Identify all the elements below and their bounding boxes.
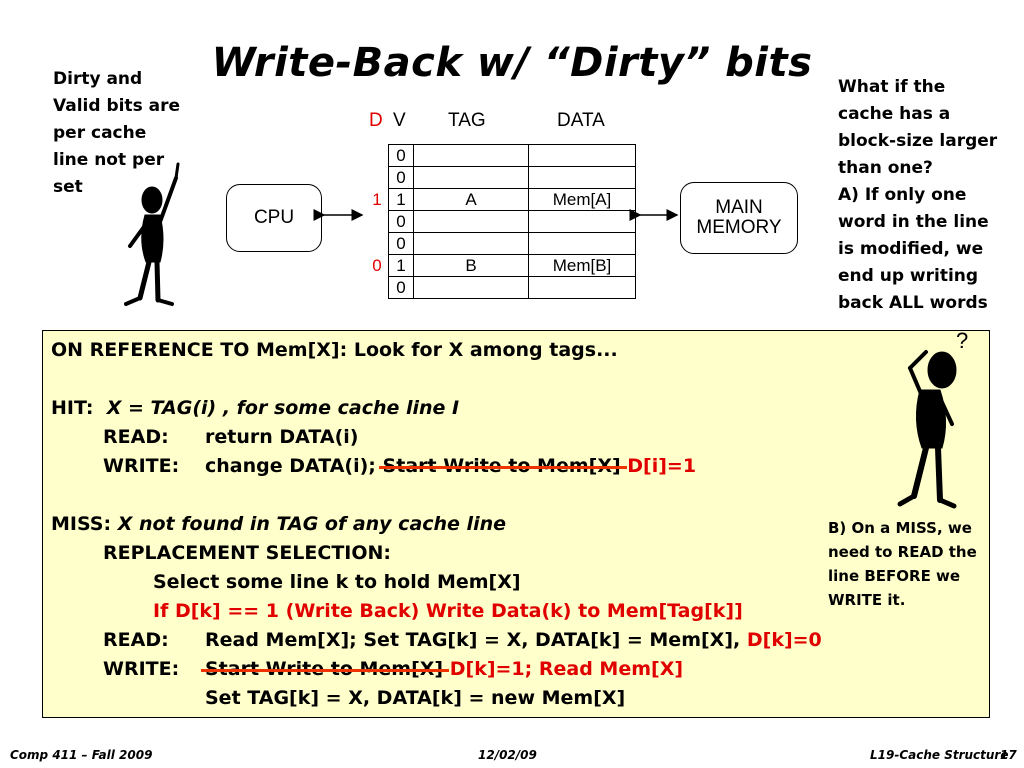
footer-page-number: 17 [1000,748,1017,762]
header-valid: V [393,110,406,131]
tag-cell: A [413,188,529,211]
note-line: block-size larger [838,131,998,151]
header-dirty: D [369,110,383,131]
cpu-box: CPU [226,184,322,252]
note-line: back ALL words [838,293,988,313]
dirty-cell [366,277,389,299]
hit-line: HIT: X = TAG(i) , for some cache line I [51,397,459,419]
valid-cell: 1 [388,254,414,277]
note-line: than one? [838,158,933,178]
note-line: cache has a [838,104,951,124]
valid-cell: 1 [388,188,414,211]
miss-label: MISS: [51,513,112,535]
note-line: need to READ the [828,543,977,561]
valid-cell: 0 [388,276,414,299]
miss-condition: X not found in TAG of any cache line [117,513,506,535]
tag-cell: B [413,254,529,277]
miss-write-set: Set TAG[k] = X, DATA[k] = new Mem[X] [205,687,626,709]
hit-write-action: change DATA(i); Start Write to Mem[X] D[… [205,455,696,477]
note-line: B) On a MISS, we [828,519,972,537]
reference-line: ON REFERENCE TO Mem[X]: Look for X among… [51,339,618,361]
hit-write-text: change DATA(i); [205,455,376,477]
note-line: end up writing [838,266,979,286]
valid-cell: 0 [388,210,414,233]
dirty-cell [366,233,389,255]
note-line: line BEFORE we [828,567,961,585]
miss-read-text: Read Mem[X]; Set TAG[k] = X, DATA[k] = M… [205,629,741,651]
algorithm-panel: ON REFERENCE TO Mem[X]: Look for X among… [42,330,990,718]
miss-write-label: WRITE: [103,658,180,680]
note-line: WRITE it. [828,591,906,609]
dirty-cell: 1 [372,190,382,209]
memory-label-line: MAIN [715,197,763,218]
writeback-line: If D[k] == 1 (Write Back) Write Data(k) … [153,600,743,622]
data-cell: Mem[B] [528,254,636,277]
select-line: Select some line k to hold Mem[X] [153,571,521,593]
footer-date: 12/02/09 [478,748,537,762]
note-line: is modified, we [838,239,984,259]
miss-read-label: READ: [103,629,169,651]
miss-read-dirty: D[k]=0 [746,629,822,651]
note-line: line not per [53,150,165,170]
main-memory-box: MAIN MEMORY [680,182,798,254]
miss-read-action: Read Mem[X]; Set TAG[k] = X, DATA[k] = M… [205,629,822,651]
hit-write-label: WRITE: [103,455,180,477]
hit-write-dirty: D[i]=1 [627,455,697,477]
tag-cell [413,144,529,167]
memory-label-line: MEMORY [696,217,782,238]
note-line: per cache [53,123,147,143]
valid-cell: 0 [388,232,414,255]
table-row: 0 [366,210,636,233]
tag-cell [413,210,529,233]
footer-topic: L19-Cache Structure [870,748,1009,762]
data-cell [528,166,636,189]
hit-read-action: return DATA(i) [205,426,359,448]
note-miss-read: B) On a MISS, we need to READ the line B… [828,516,998,612]
note-line: set [53,177,83,197]
note-line: Dirty and [53,69,143,89]
note-dirty-valid: Dirty and Valid bits are per cache line … [53,66,193,201]
data-cell [528,210,636,233]
miss-write-action: Start Write to Mem[X] D[k]=1; Read Mem[X… [205,658,683,680]
slide-title: Write-Back w/ “Dirty” bits [211,40,813,86]
dirty-cell [366,145,389,167]
data-cell [528,232,636,255]
miss-write-struck: Start Write to Mem[X] [205,658,444,680]
table-row: 0 [366,144,636,167]
valid-cell: 0 [388,144,414,167]
data-cell [528,276,636,299]
hit-label: HIT: [51,397,94,419]
miss-line: MISS: X not found in TAG of any cache li… [51,513,506,535]
valid-cell: 0 [388,166,414,189]
replacement-line: REPLACEMENT SELECTION: [103,542,392,564]
question-mark: ? [956,328,969,353]
hit-condition: X = TAG(i) , for some cache line I [106,397,460,419]
footer-course: Comp 411 – Fall 2009 [10,748,153,762]
dirty-cell [366,211,389,233]
data-cell [528,144,636,167]
tag-cell [413,166,529,189]
header-data: DATA [557,110,605,131]
tag-cell [413,276,529,299]
note-line: word in the line [838,212,989,232]
dirty-cell [366,167,389,189]
note-block-size: What if the cache has a block-size large… [838,74,1018,317]
data-cell: Mem[A] [528,188,636,211]
header-tag: TAG [448,110,486,131]
table-row: 0 [366,166,636,189]
hit-write-struck: Start Write to Mem[X] [382,455,621,477]
note-line: Valid bits are [53,96,180,116]
tag-cell [413,232,529,255]
note-line: What if the [838,77,946,97]
table-row: 0 [366,276,636,299]
hit-read-label: READ: [103,426,169,448]
table-row: 0 [366,232,636,255]
miss-write-dirty: D[k]=1; Read Mem[X] [449,658,684,680]
note-line: A) If only one [838,185,967,205]
dirty-cell: 0 [372,256,382,275]
